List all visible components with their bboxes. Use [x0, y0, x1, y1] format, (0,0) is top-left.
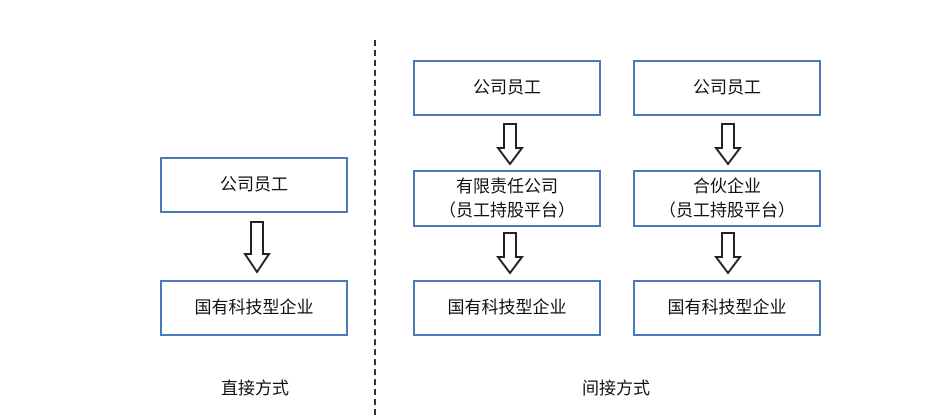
indirect-partnership-employee-box: 公司员工: [633, 60, 821, 116]
indirect-partnership-enterprise-label: 国有科技型企业: [667, 298, 787, 318]
indirect-llc-arrow-2-icon: [496, 232, 524, 275]
direct-employee-label: 公司员工: [220, 175, 288, 195]
indirect-llc-platform-box: 有限责任公司 （员工持股平台）: [413, 170, 601, 227]
direct-employee-box: 公司员工: [160, 157, 348, 213]
indirect-partnership-arrow-1-icon: [714, 123, 742, 166]
llc-platform-line1: 有限责任公司: [456, 176, 558, 197]
indirect-llc-enterprise-label: 国有科技型企业: [447, 298, 567, 318]
indirect-partnership-platform-box: 合伙企业 （员工持股平台）: [633, 170, 821, 227]
indirect-partnership-employee-label: 公司员工: [693, 78, 761, 98]
indirect-partnership-arrow-2-icon: [714, 232, 742, 275]
direct-down-arrow-icon: [243, 221, 271, 274]
section-divider: [374, 40, 376, 415]
indirect-partnership-enterprise-box: 国有科技型企业: [633, 280, 821, 336]
direct-enterprise-label: 国有科技型企业: [194, 298, 314, 318]
direct-caption: 直接方式: [221, 379, 289, 399]
indirect-llc-employee-box: 公司员工: [413, 60, 601, 116]
partnership-platform-line1: 合伙企业: [693, 176, 761, 197]
indirect-caption: 间接方式: [582, 379, 650, 399]
direct-enterprise-box: 国有科技型企业: [160, 280, 348, 336]
llc-platform-line2: （员工持股平台）: [439, 200, 575, 221]
indirect-llc-enterprise-box: 国有科技型企业: [413, 280, 601, 336]
indirect-llc-arrow-1-icon: [496, 123, 524, 166]
partnership-platform-line2: （员工持股平台）: [659, 200, 795, 221]
indirect-llc-employee-label: 公司员工: [473, 78, 541, 98]
